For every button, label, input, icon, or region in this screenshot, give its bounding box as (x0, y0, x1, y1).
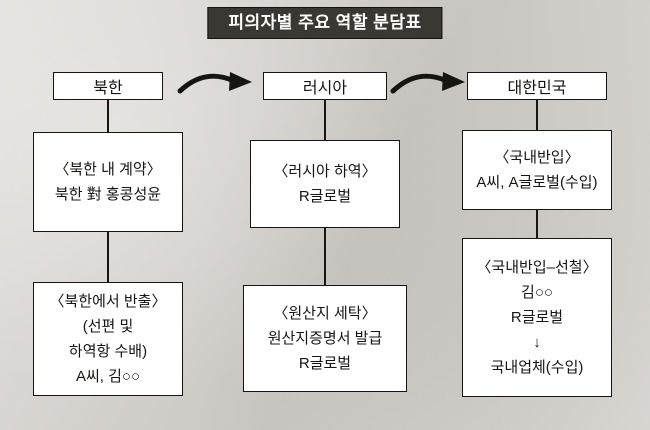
node-north-korea-export: 〈북한에서 반출〉 (선편 및 하역항 수배) A씨, 김○○ (33, 282, 183, 396)
node-header-label: 러시아 (302, 80, 348, 97)
node-header-south-korea: 대한민국 (467, 72, 607, 100)
node-domestic-import: 〈국내반입〉 A씨, A글로벌(수입) (462, 130, 612, 210)
node-text: 〈북한에서 반출〉 (선편 및 하역항 수배) A씨, 김○○ (49, 293, 167, 385)
connector-line (107, 232, 109, 282)
connector-line (536, 100, 538, 130)
node-header-north-korea: 북한 (53, 72, 163, 100)
node-origin-laundering: 〈원산지 세탁〉 원산지증명서 발급 R글로벌 (243, 285, 407, 392)
node-text: 〈원산지 세탁〉 원산지증명서 발급 R글로벌 (267, 305, 383, 372)
node-text: 〈국내반입〉 A씨, A글로벌(수입) (476, 149, 598, 191)
diagram-title: 피의자별 주요 역할 분담표 (207, 7, 443, 39)
node-domestic-import-pig-iron: 〈국내반입–선철〉 김○○ R글로벌 ↓ 국내업체(수입) (462, 238, 612, 397)
arrow-right-icon-russia-to-south-korea (390, 72, 465, 94)
connector-line (536, 210, 538, 238)
node-russia-unloading: 〈러시아 하역〉 R글로벌 (250, 140, 400, 228)
arrow-right-icon-north-korea-to-russia (177, 72, 252, 94)
connector-line (107, 100, 109, 132)
node-text: 〈러시아 하역〉 R글로벌 (273, 163, 377, 205)
node-header-label: 대한민국 (507, 80, 567, 97)
node-header-russia: 러시아 (263, 72, 387, 100)
connector-line (324, 228, 326, 285)
node-north-korea-contract: 〈북한 내 계약〉 북한 對 홍콩성윤 (33, 132, 183, 232)
node-header-label: 북한 (93, 80, 123, 97)
node-text: 〈국내반입–선철〉 김○○ R글로벌 ↓ 국내업체(수입) (476, 259, 598, 376)
node-text: 〈북한 내 계약〉 북한 對 홍콩성윤 (54, 161, 162, 203)
connector-line (324, 100, 326, 140)
